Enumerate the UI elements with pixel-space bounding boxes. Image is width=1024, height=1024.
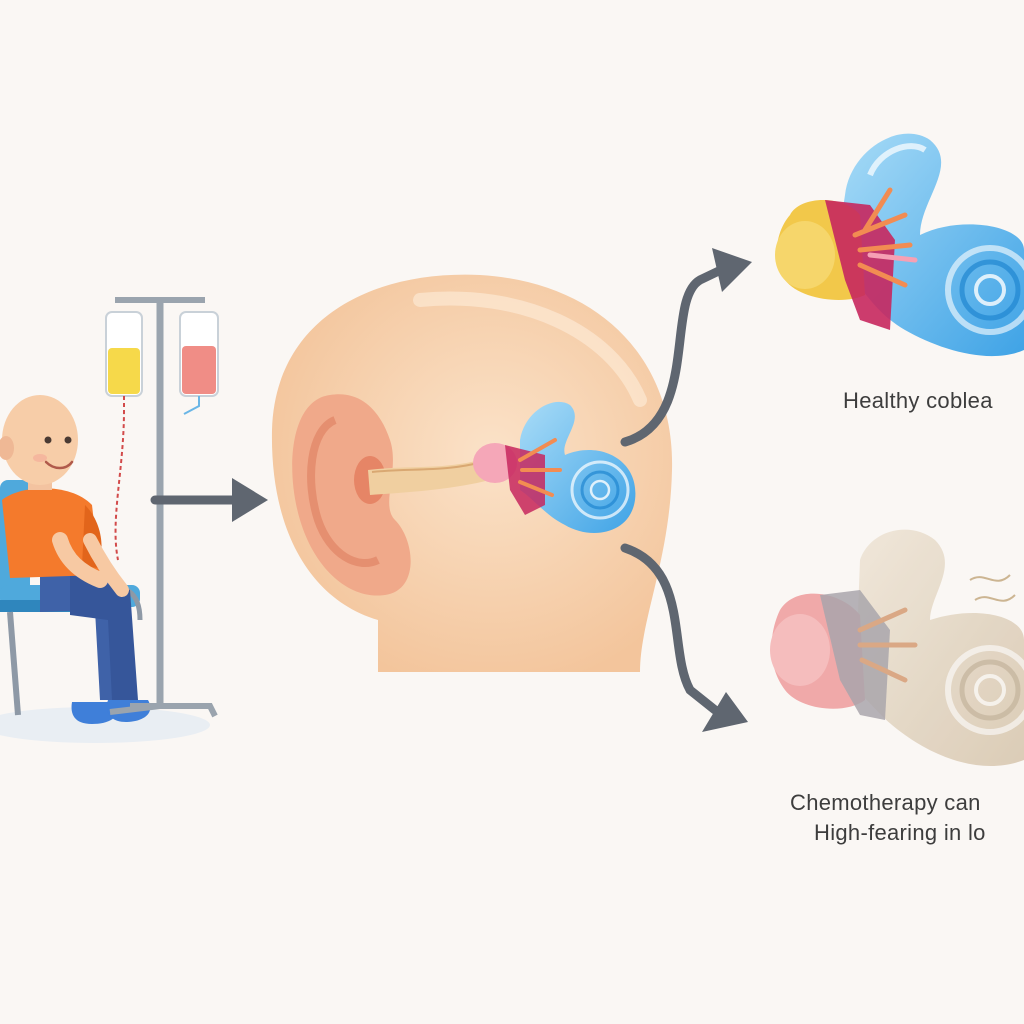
damaged-cochlea bbox=[770, 529, 1024, 766]
outer-ear bbox=[292, 394, 411, 596]
chemo-effect-label-line1: Chemotherapy can bbox=[790, 790, 981, 815]
inner-ear-small bbox=[473, 401, 636, 533]
healthy-cochlea bbox=[775, 133, 1024, 357]
arrow-to-healthy bbox=[620, 248, 752, 447]
ear-canal bbox=[368, 460, 490, 495]
iv-bag-yellow bbox=[105, 311, 143, 561]
iv-bag-red bbox=[179, 311, 219, 415]
arrow-to-damaged bbox=[620, 543, 748, 732]
child-patient-figure bbox=[0, 395, 210, 743]
arrow-to-ear bbox=[150, 478, 268, 522]
child-head bbox=[0, 395, 78, 490]
chemo-effect-label-line2: High-fearing in lo bbox=[814, 820, 986, 845]
healthy-cochlea-label: Healthy coblea bbox=[843, 388, 993, 413]
